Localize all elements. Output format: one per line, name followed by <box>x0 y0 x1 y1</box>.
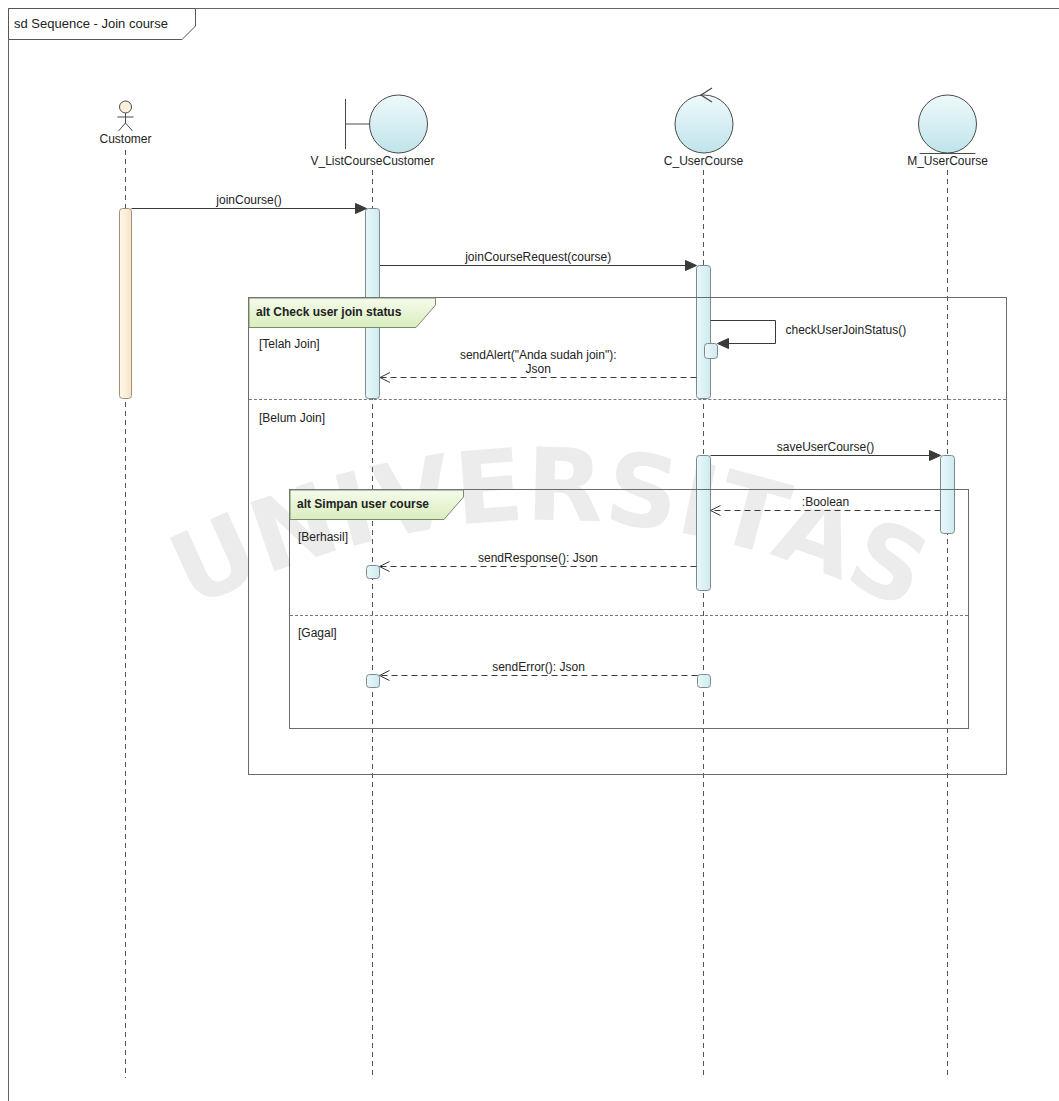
message-label: :Boolean <box>800 495 851 509</box>
lifeline-head: M_UserCourse <box>905 88 990 168</box>
control-circle <box>675 95 733 153</box>
arrowhead-open <box>380 373 390 383</box>
boundary-icon <box>308 88 437 154</box>
watermark-text: UNIVERSITAS <box>153 426 945 631</box>
arrowhead-open <box>380 562 390 572</box>
message-label: joinCourse() <box>214 193 283 207</box>
guard-condition: [Telah Join] <box>259 337 320 351</box>
boundary-stub <box>346 124 370 125</box>
message-line <box>712 510 941 511</box>
message-line <box>711 321 776 344</box>
message-label: saveUserCourse() <box>775 440 876 454</box>
frame-title-tab: sd Sequence - Join course <box>8 8 196 40</box>
guard-condition: [Belum Join] <box>259 411 325 425</box>
guard-condition: [Gagal] <box>298 626 337 640</box>
entity-underline <box>920 153 976 154</box>
message-label: sendResponse(): Json <box>476 551 600 565</box>
message-line <box>711 455 931 456</box>
fragment-label: alt Check user join status <box>249 298 436 320</box>
entity-circle <box>919 95 977 153</box>
actor-body <box>125 113 126 123</box>
arrowhead-open <box>380 671 390 681</box>
actor-icon <box>97 96 154 132</box>
message-line <box>381 675 698 676</box>
message-label: checkUserJoinStatus() <box>784 323 909 337</box>
title-tab-shape <box>9 9 196 40</box>
arrowhead-filled <box>686 261 697 271</box>
fragment-header-shape <box>249 298 436 328</box>
sd-frame <box>9 9 1059 1101</box>
fragment-header: alt Check user join status <box>249 298 436 328</box>
lifeline-head: V_ListCourseCustomer <box>308 88 437 168</box>
control-icon <box>662 88 746 154</box>
boundary-circle <box>370 95 428 153</box>
fragment-header-shape <box>290 490 464 520</box>
entity-icon <box>905 88 990 154</box>
message-line <box>380 265 687 266</box>
diagram-title: sd Sequence - Join course <box>8 8 196 32</box>
lifeline-head: Customer <box>97 96 154 146</box>
message-line <box>381 377 697 378</box>
message-label: sendError(): Json <box>490 660 587 674</box>
operand-divider <box>290 615 968 616</box>
lifeline-name: Customer <box>97 96 154 146</box>
message-line <box>381 566 697 567</box>
fragment-header: alt Simpan user course <box>290 490 464 520</box>
control-arrow <box>701 88 712 102</box>
message-label: joinCourseRequest(course) <box>463 250 613 264</box>
arrowhead-filled <box>718 339 729 349</box>
message-line <box>132 208 357 209</box>
actor-arms <box>118 117 134 118</box>
arrowhead-filled <box>356 204 367 214</box>
lifeline-name: C_UserCourse <box>662 88 746 168</box>
actor-legs <box>119 123 133 131</box>
self-message <box>711 321 776 349</box>
message-label: sendAlert("Anda sudah join"): Json <box>446 348 630 376</box>
lifeline-name: V_ListCourseCustomer <box>308 88 437 168</box>
lifeline-head: C_UserCourse <box>662 88 746 168</box>
actor-head <box>120 101 132 113</box>
fragment-label: alt Simpan user course <box>290 490 464 512</box>
guard-condition: [Berhasil] <box>298 530 348 544</box>
operand-divider <box>249 399 1006 400</box>
arrowhead-open <box>711 506 721 516</box>
lifeline-name: M_UserCourse <box>905 88 990 168</box>
combined-fragment: alt Simpan user course [Berhasil] [Gagal] <box>289 489 969 729</box>
arrowhead-filled <box>930 451 941 461</box>
